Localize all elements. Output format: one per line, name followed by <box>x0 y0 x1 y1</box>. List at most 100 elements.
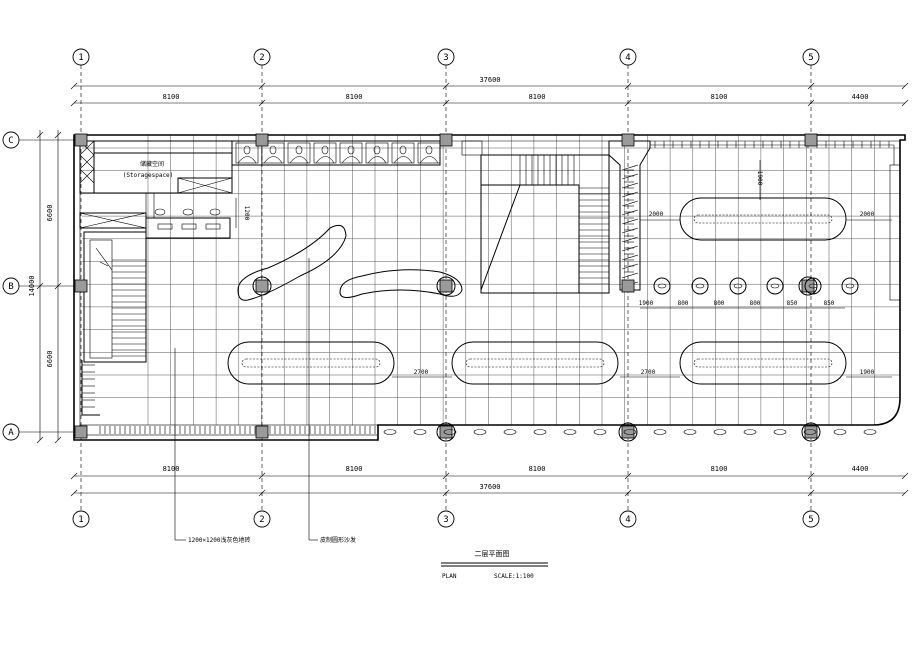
curved-sofa-right <box>339 269 463 298</box>
round-column-casing <box>436 422 456 442</box>
display-light <box>803 429 817 435</box>
axis-4-bottom: 4 <box>625 515 630 525</box>
dim-tick <box>70 99 78 107</box>
dim-tick <box>54 131 62 139</box>
storage-shelf-bottom-x <box>177 177 233 194</box>
dim-tick <box>70 489 78 497</box>
structural-column <box>255 279 269 293</box>
round-column-casing <box>801 422 821 442</box>
dim-row-2: 800 <box>678 300 689 307</box>
structural-column <box>801 279 815 293</box>
axis-grid-lines <box>19 65 821 511</box>
toilet-fixture <box>321 145 329 155</box>
structural-column <box>804 133 818 147</box>
dim-tick <box>258 489 266 497</box>
dim-1900-right: 1900 <box>860 369 875 376</box>
stair-arrow <box>95 247 113 271</box>
display-light <box>833 429 847 435</box>
display-counter <box>227 341 395 385</box>
table-leg <box>145 192 155 219</box>
storage-label-cn: 储藏空间 <box>140 160 164 168</box>
table-item <box>205 223 221 230</box>
dim-tick <box>442 472 450 480</box>
axis-1-top: 1 <box>78 53 83 63</box>
toilet-fixture <box>243 145 251 155</box>
structural-column <box>439 425 453 439</box>
dim-tick <box>258 82 266 90</box>
dim-tick <box>54 282 62 290</box>
display-counter <box>679 197 847 241</box>
stool <box>804 277 822 295</box>
shelf-left-mid-x <box>79 212 147 229</box>
outer-wall <box>73 134 906 441</box>
stair-left <box>83 231 147 363</box>
stool-seat <box>733 283 743 289</box>
floor-tile-note: 1200×1200浅灰色地砖 <box>188 536 251 544</box>
structural-column <box>621 425 635 439</box>
display-light <box>623 429 637 435</box>
dim-left-total: 14000 <box>28 275 36 296</box>
display-counter <box>451 341 619 385</box>
dim-left-span-2: 6600 <box>46 351 54 368</box>
dim-bottom-span-1: 8100 <box>163 465 180 473</box>
round-column-casing <box>618 422 638 442</box>
toilet-stall <box>287 142 311 164</box>
axis-bubbles-left: C B A <box>2 131 20 441</box>
table-item <box>181 223 197 230</box>
axis-2-top: 2 <box>259 53 264 63</box>
storage-label-en: (Storagespace) <box>123 172 174 179</box>
toilet-stall <box>339 142 363 164</box>
display-light <box>593 429 607 435</box>
dim-row-1: 1900 <box>639 300 654 307</box>
axis-bubbles-top: 1 2 3 4 5 <box>72 48 820 66</box>
stair-void-diag <box>480 184 521 291</box>
stool <box>653 277 671 295</box>
storage-shelf-x <box>79 140 95 184</box>
dim-2000-left: 2000 <box>649 211 664 218</box>
toilet-stall <box>235 142 259 164</box>
hatch-line <box>621 263 639 270</box>
hatch-line <box>621 272 639 279</box>
hatch-line <box>621 200 639 207</box>
dim-tick <box>442 99 450 107</box>
axis-bubbles-bottom: 1 2 3 4 5 <box>72 510 820 528</box>
display-light <box>563 429 577 435</box>
structural-column <box>804 425 818 439</box>
structural-column <box>621 279 635 293</box>
counter-glass <box>693 214 833 224</box>
stair-void <box>480 184 580 294</box>
axis-5-bottom: 5 <box>808 515 813 525</box>
dim-tick <box>901 472 909 480</box>
storage-item <box>154 208 166 216</box>
hatch-line <box>621 164 639 171</box>
furniture-layer <box>154 164 901 435</box>
stool-seat <box>845 283 855 289</box>
stool <box>729 277 747 295</box>
dimension-lines <box>36 82 909 497</box>
dim-tick <box>36 131 44 139</box>
stair-left-inner <box>89 239 113 359</box>
dim-tick <box>624 82 632 90</box>
display-light <box>863 429 877 435</box>
dim-row-4: 800 <box>750 300 761 307</box>
toilet-stall <box>365 142 389 164</box>
hatch-line <box>621 218 639 225</box>
hatch-line <box>621 236 639 243</box>
axis-3-top: 3 <box>443 53 448 63</box>
dim-row-5: 850 <box>787 300 798 307</box>
dim-tick <box>624 489 632 497</box>
structural-column <box>255 133 269 147</box>
display-light <box>683 429 697 435</box>
dim-bottom-total: 37600 <box>479 483 500 491</box>
structural-column <box>74 425 88 439</box>
toilet-fixture <box>399 145 407 155</box>
dim-tick <box>70 82 78 90</box>
hatch-line <box>621 227 639 234</box>
toilet-fixture <box>373 145 381 155</box>
axis-2-bottom: 2 <box>259 515 264 525</box>
dim-tick <box>54 436 62 444</box>
dim-bottom-span-2: 8100 <box>346 465 363 473</box>
display-light <box>773 429 787 435</box>
dim-top-span-4: 8100 <box>711 93 728 101</box>
dim-top-span-2: 8100 <box>346 93 363 101</box>
